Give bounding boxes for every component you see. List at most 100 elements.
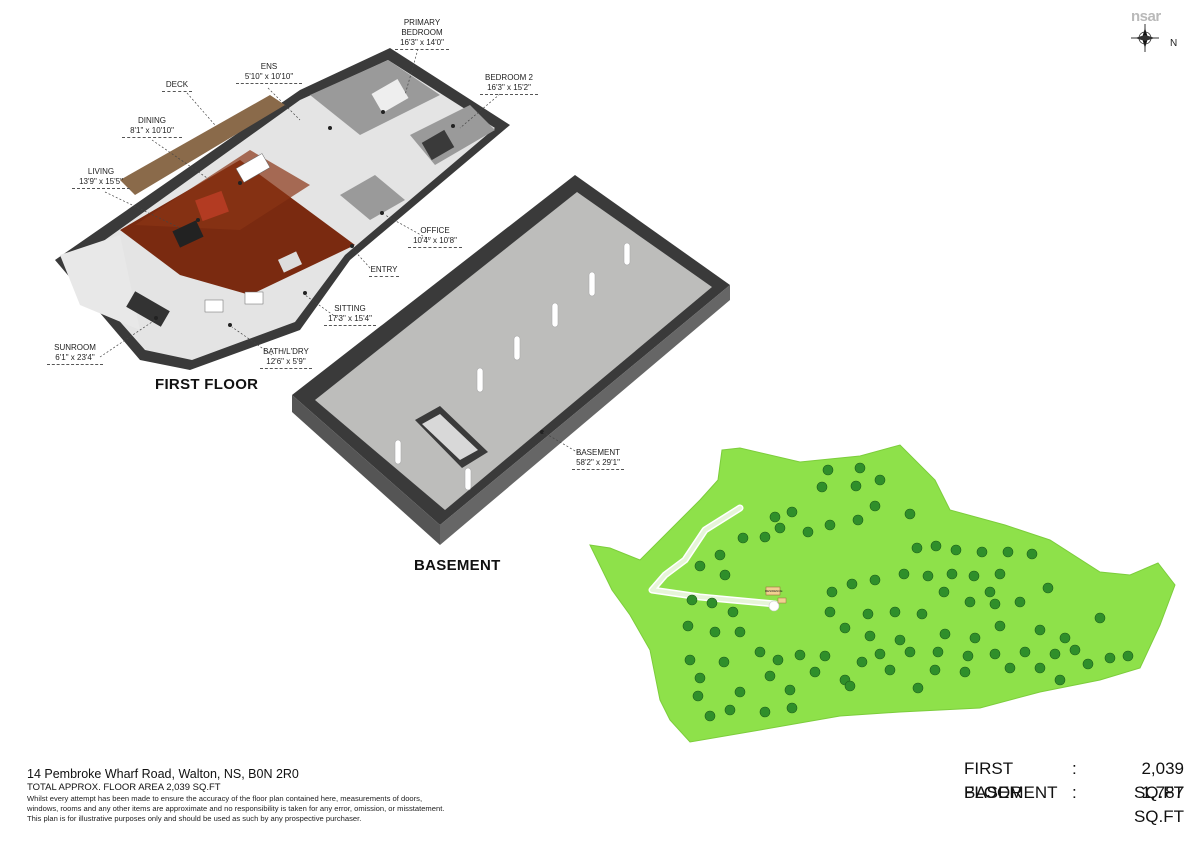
- tree-icon: [946, 568, 958, 580]
- room-dimensions: 13'9" x 15'5": [72, 177, 130, 189]
- room-dimensions: 6'1" x 23'4": [47, 353, 103, 365]
- tree-icon: [774, 522, 786, 534]
- tree-icon: [929, 664, 941, 676]
- room-label-primary-bedroom: PRIMARY BEDROOM 16'3" x 14'0": [395, 18, 449, 50]
- room-name: SITTING: [334, 304, 366, 313]
- room-name: BASEMENT: [575, 448, 620, 457]
- room-dimensions: 16'3" x 15'2": [480, 83, 538, 95]
- room-name: DECK: [162, 80, 192, 92]
- tree-icon: [714, 549, 726, 561]
- tree-icon: [889, 606, 901, 618]
- tree-icon: [1104, 652, 1116, 664]
- tree-icon: [794, 649, 806, 661]
- tree-icon: [898, 568, 910, 580]
- tree-icon: [1059, 632, 1071, 644]
- tree-icon: [759, 531, 771, 543]
- room-label-sitting: SITTING 17'3" x 15'4": [324, 304, 376, 326]
- tree-icon: [962, 650, 974, 662]
- tree-icon: [786, 506, 798, 518]
- tree-icon: [686, 594, 698, 606]
- tree-icon: [964, 596, 976, 608]
- tree-markers: [682, 462, 1134, 722]
- tree-icon: [724, 704, 736, 716]
- tree-icon: [816, 481, 828, 493]
- tree-icon: [734, 626, 746, 638]
- tree-icon: [824, 606, 836, 618]
- room-name: BEDROOM 2: [484, 73, 533, 82]
- room-label-office: OFFICE 10'4" x 10'8": [408, 226, 462, 248]
- first-floor-title: FIRST FLOOR: [155, 376, 259, 393]
- plan-footer: 14 Pembroke Wharf Road, Walton, NS, B0N …: [27, 767, 547, 824]
- tree-icon: [950, 544, 962, 556]
- tree-icon: [864, 630, 876, 642]
- disclaimer-line-3: This plan is for illustrative purposes o…: [27, 814, 362, 823]
- tree-icon: [922, 570, 934, 582]
- tree-icon: [1069, 644, 1081, 656]
- tree-icon: [727, 606, 739, 618]
- tree-icon: [916, 608, 928, 620]
- tree-icon: [709, 626, 721, 638]
- disclaimer-line-2: windows, rooms and any other items are a…: [27, 804, 445, 813]
- tree-icon: [911, 542, 923, 554]
- tree-icon: [994, 620, 1006, 632]
- tree-icon: [884, 664, 896, 676]
- tree-icon: [802, 526, 814, 538]
- tree-icon: [844, 680, 856, 692]
- tree-icon: [869, 574, 881, 586]
- tree-icon: [718, 656, 730, 668]
- area-name: FIRST FLOOR: [964, 759, 1023, 802]
- property-address: 14 Pembroke Wharf Road, Walton, NS, B0N …: [27, 767, 299, 781]
- tree-icon: [912, 682, 924, 694]
- tree-icon: [754, 646, 766, 658]
- tree-icon: [1034, 662, 1046, 674]
- room-name: SUNROOM: [54, 343, 96, 352]
- tree-icon: [994, 568, 1006, 580]
- area-separator: :: [1072, 759, 1077, 778]
- room-name: DINING: [138, 116, 166, 125]
- site-building-label: RESIDENCE: [765, 589, 783, 593]
- tree-icon: [856, 656, 868, 668]
- tree-icon: [1014, 596, 1026, 608]
- tree-icon: [1094, 612, 1106, 624]
- room-label-bath-laundry: BATH/L'DRY 12'6" x 5'9": [260, 347, 312, 369]
- area-summary: FIRST FLOOR : 2,039 SQ.FT BASEMENT : 1,7…: [964, 757, 1184, 826]
- tree-icon: [862, 608, 874, 620]
- tree-icon: [772, 654, 784, 666]
- tree-icon: [938, 586, 950, 598]
- room-dimensions: 16'3" x 14'0": [395, 38, 449, 50]
- tree-icon: [786, 702, 798, 714]
- tree-icon: [854, 462, 866, 474]
- tree-icon: [968, 570, 980, 582]
- tree-icon: [984, 586, 996, 598]
- tree-icon: [930, 540, 942, 552]
- room-dimensions: 17'3" x 15'4": [324, 314, 376, 326]
- room-dimensions: 10'4" x 10'8": [408, 236, 462, 248]
- compass-north-label: N: [1170, 38, 1178, 49]
- room-label-entry: ENTRY: [369, 265, 399, 277]
- tree-icon: [904, 508, 916, 520]
- tree-icon: [1026, 548, 1038, 560]
- tree-icon: [939, 628, 951, 640]
- tree-icon: [819, 650, 831, 662]
- tree-icon: [989, 648, 1001, 660]
- tree-icon: [684, 654, 696, 666]
- tree-icon: [826, 586, 838, 598]
- area-value: 2,039 SQ.FT: [1133, 759, 1184, 802]
- area-row-first-floor: FIRST FLOOR : 2,039 SQ.FT: [964, 757, 1184, 802]
- basement-title: BASEMENT: [414, 557, 501, 574]
- tree-icon: [969, 632, 981, 644]
- total-floor-area: TOTAL APPROX. FLOOR AREA 2,039 SQ.FT: [27, 782, 221, 793]
- brand-logo: nsar: [1131, 8, 1161, 25]
- basement-plan: [292, 175, 730, 545]
- tree-icon: [824, 519, 836, 531]
- tree-icon: [1004, 662, 1016, 674]
- tree-icon: [704, 710, 716, 722]
- tree-icon: [989, 598, 1001, 610]
- room-leader-lines: [99, 48, 583, 456]
- tree-icon: [692, 690, 704, 702]
- tree-icon: [694, 672, 706, 684]
- room-name: ENTRY: [369, 265, 399, 277]
- room-name: BATH/L'DRY: [263, 347, 309, 356]
- area-name: BASEMENT: [964, 783, 1058, 802]
